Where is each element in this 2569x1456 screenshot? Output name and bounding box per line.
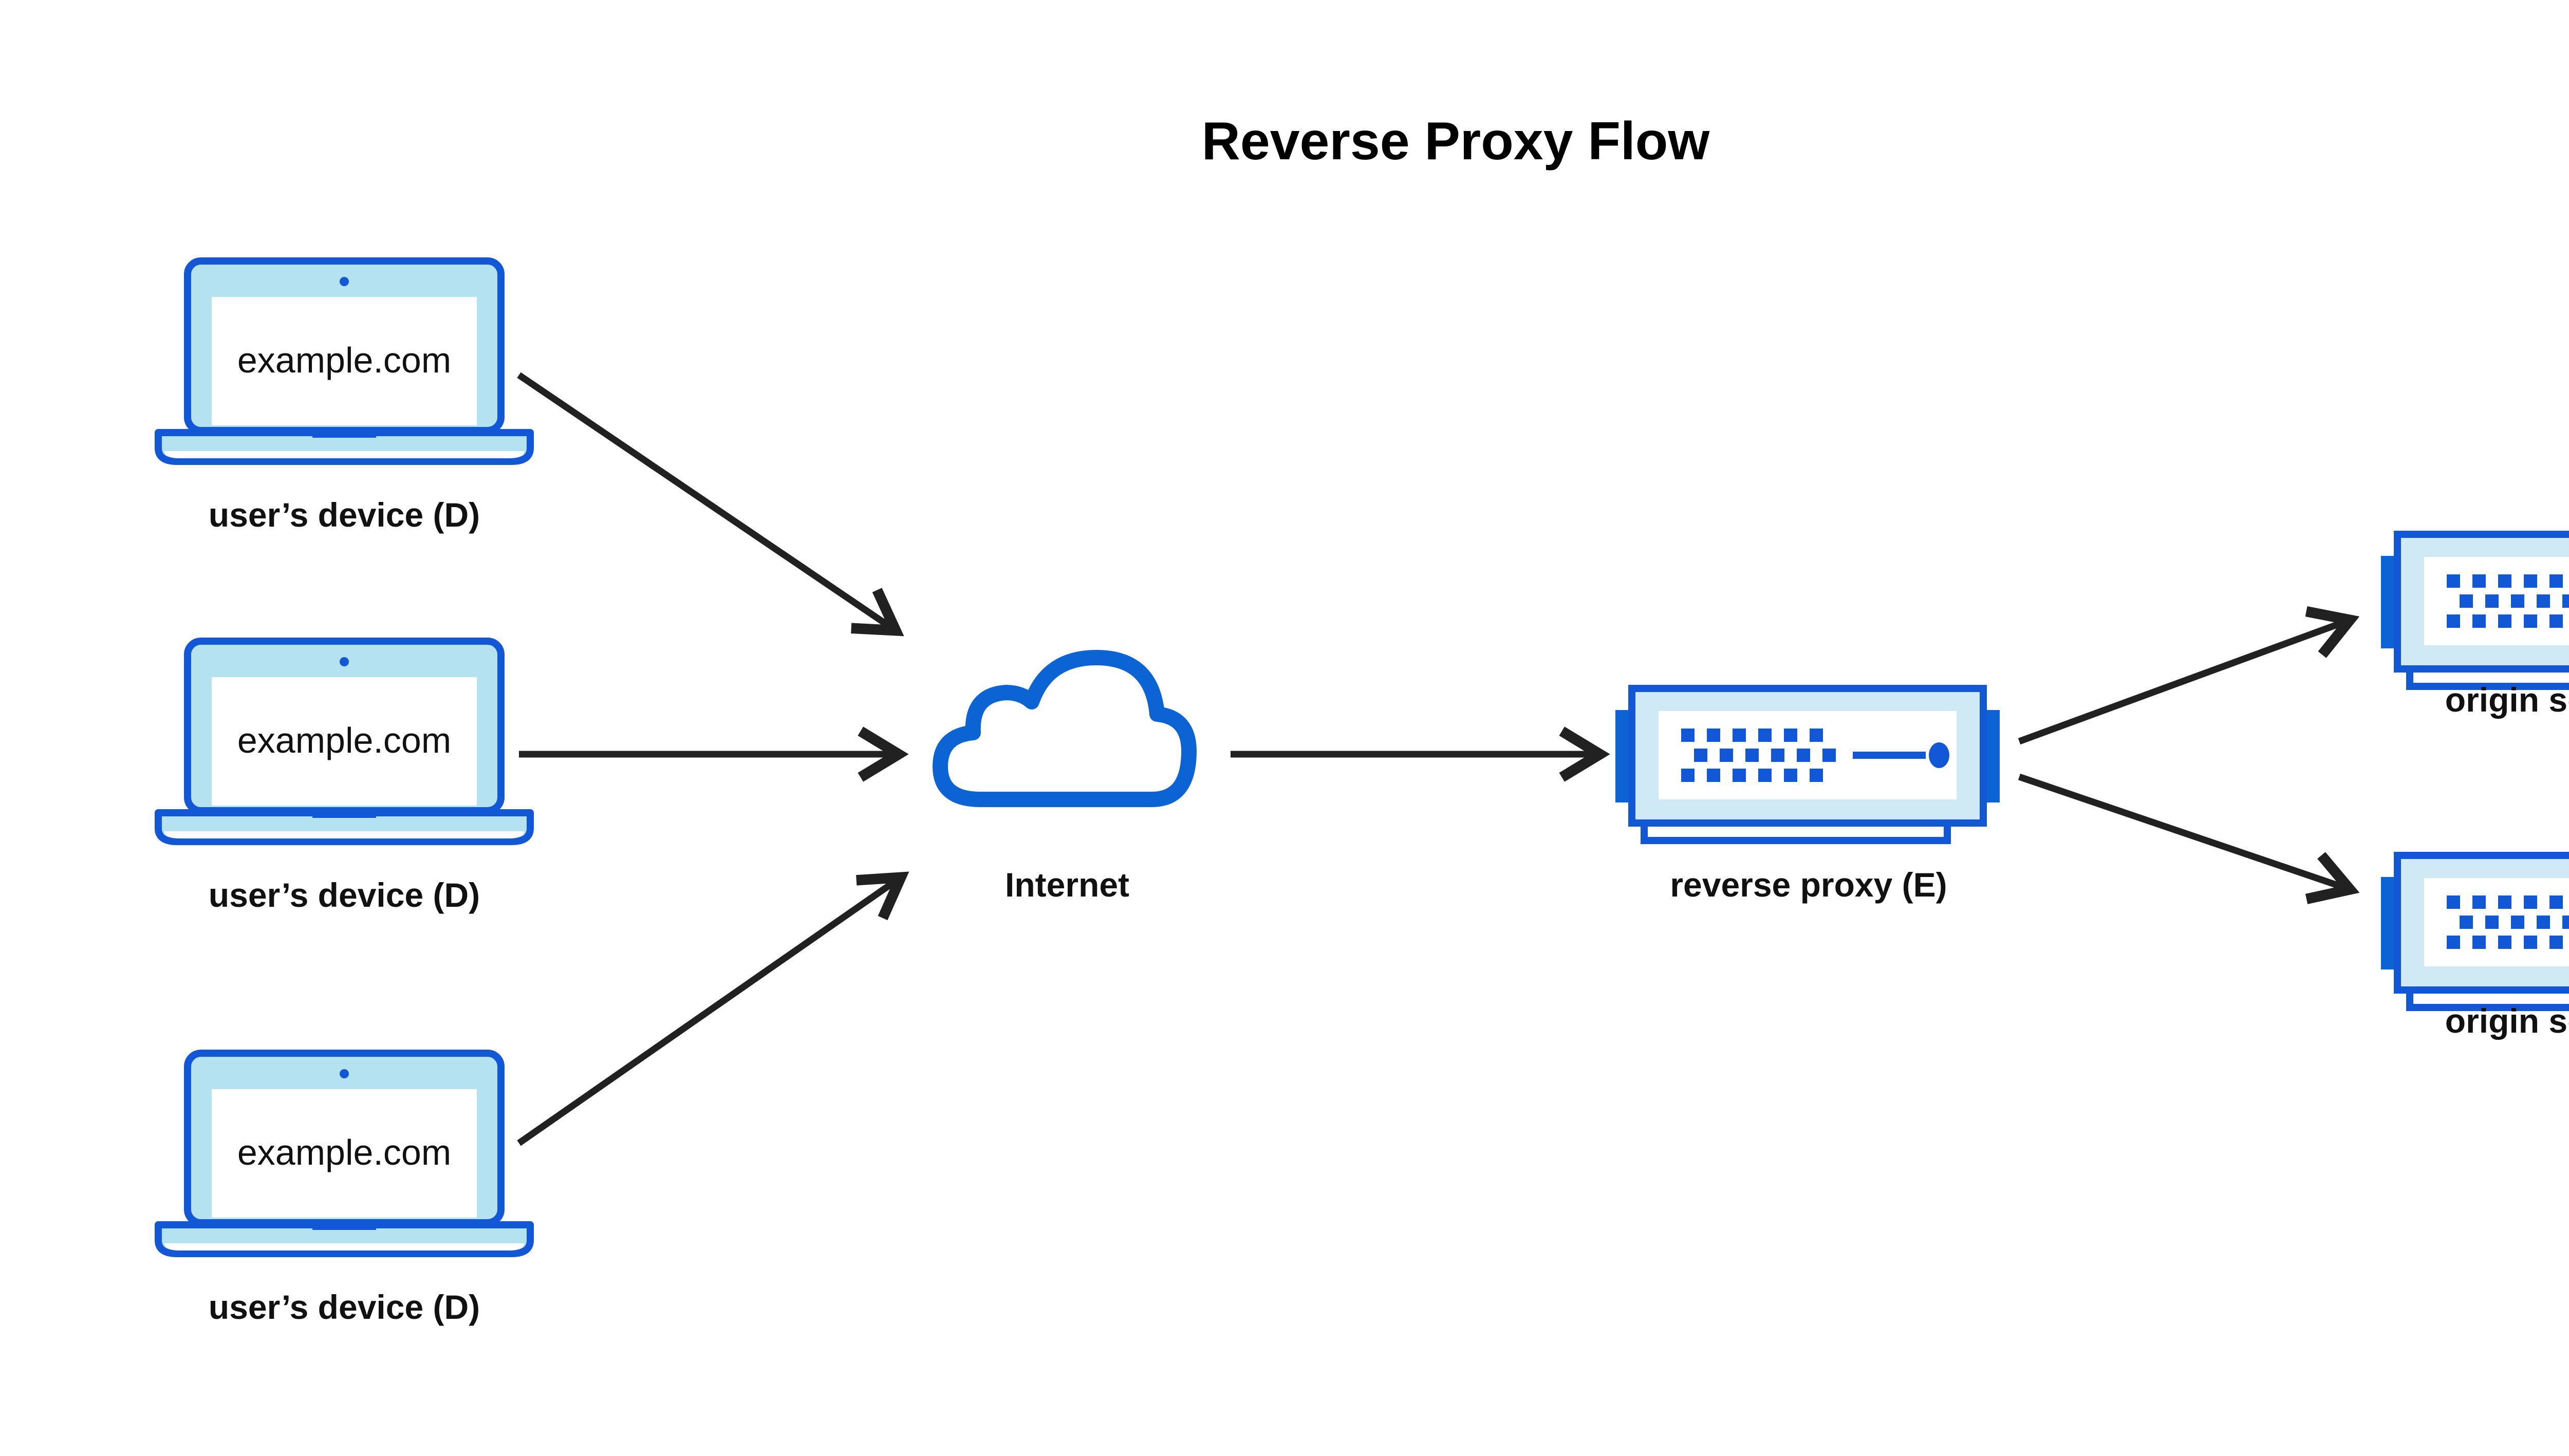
cloud-icon: [940, 658, 1189, 799]
client-label: user’s device (D): [209, 876, 480, 914]
reverse-proxy-label: reverse proxy (E): [1670, 866, 1947, 904]
origin-server-label: origin server (F): [2445, 681, 2569, 719]
client-label: user’s device (D): [209, 1288, 480, 1326]
client-screen-text: example.com: [237, 340, 451, 380]
node-origin-2[interactable]: origin server (F): [2381, 855, 2569, 1040]
edges-layer: [517, 372, 2360, 1146]
node-client-2[interactable]: example.com user’s device (D): [158, 641, 530, 914]
client-label: user’s device (D): [209, 496, 480, 534]
internet-label: Internet: [1005, 866, 1129, 904]
edge-client3-to-internet: [517, 871, 909, 1146]
client-screen-text: example.com: [237, 1132, 451, 1172]
node-reverse-proxy[interactable]: reverse proxy (E): [1615, 688, 2000, 904]
node-client-1[interactable]: example.com user’s device (D): [158, 261, 530, 534]
node-internet[interactable]: Internet: [940, 658, 1189, 904]
server-icon: [2381, 534, 2569, 686]
server-icon: [2381, 855, 2569, 1007]
node-client-3[interactable]: example.com user’s device (D): [158, 1053, 530, 1326]
client-screen-text: example.com: [237, 720, 451, 760]
node-origin-1[interactable]: origin server (F): [2381, 534, 2569, 719]
server-icon: [1615, 688, 2000, 841]
edge-proxy-to-origin2: [2018, 773, 2360, 904]
origin-server-label: origin server (F): [2445, 1002, 2569, 1040]
edge-proxy-to-origin1: [2018, 606, 2360, 745]
edge-client1-to-internet: [517, 372, 904, 637]
page-title: Reverse Proxy Flow: [1202, 111, 1710, 171]
